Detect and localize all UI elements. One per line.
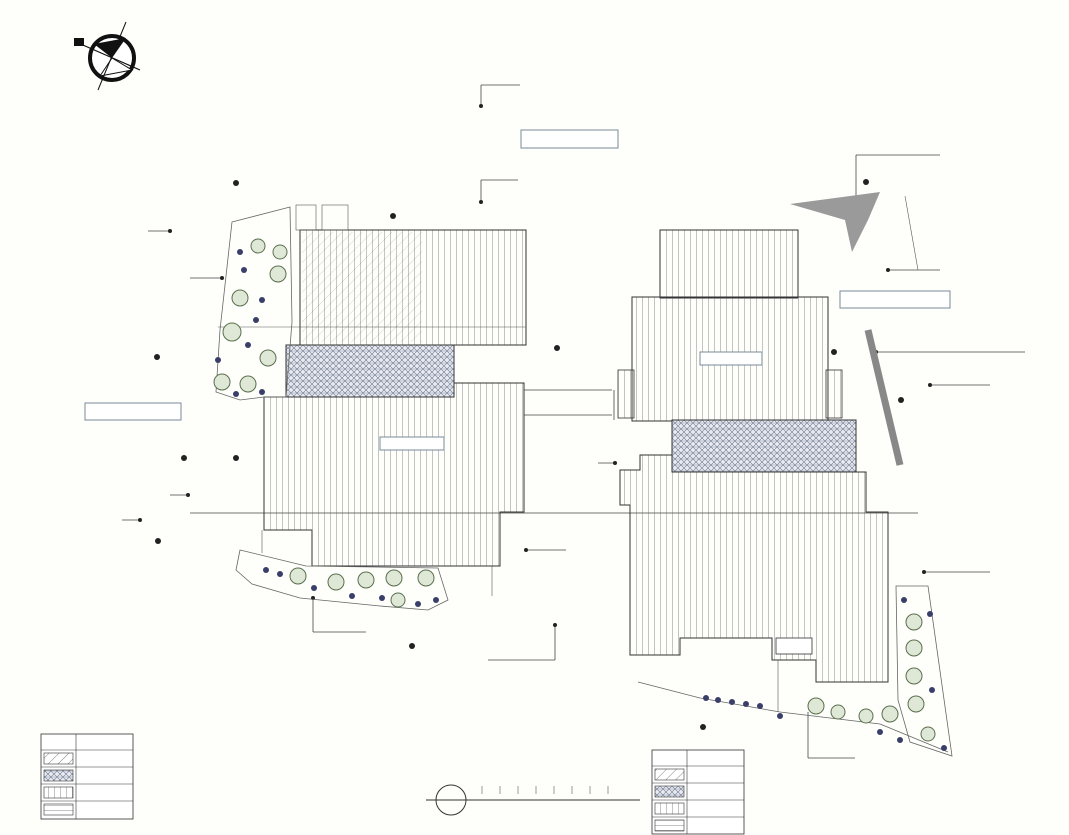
walkway-wedge	[790, 192, 880, 252]
right-center-label-box	[699, 351, 763, 366]
upper-block-label-box	[520, 129, 619, 149]
scale-bar	[426, 784, 640, 816]
left-building	[218, 204, 527, 596]
tree-symbols	[213, 238, 936, 742]
ramp-strip	[864, 329, 904, 466]
left-center-label-box	[379, 436, 445, 451]
left-planting-bed	[215, 206, 293, 401]
bottom-planting-bed	[235, 549, 449, 611]
legend-right	[651, 749, 745, 835]
right-building	[617, 229, 889, 712]
legend-left	[40, 733, 134, 820]
right-block-label-box	[839, 290, 951, 309]
left-block-label-box	[84, 402, 182, 421]
right-planting-bed	[895, 585, 953, 757]
north-arrow-icon	[74, 21, 141, 91]
shrub-symbols	[215, 249, 947, 751]
